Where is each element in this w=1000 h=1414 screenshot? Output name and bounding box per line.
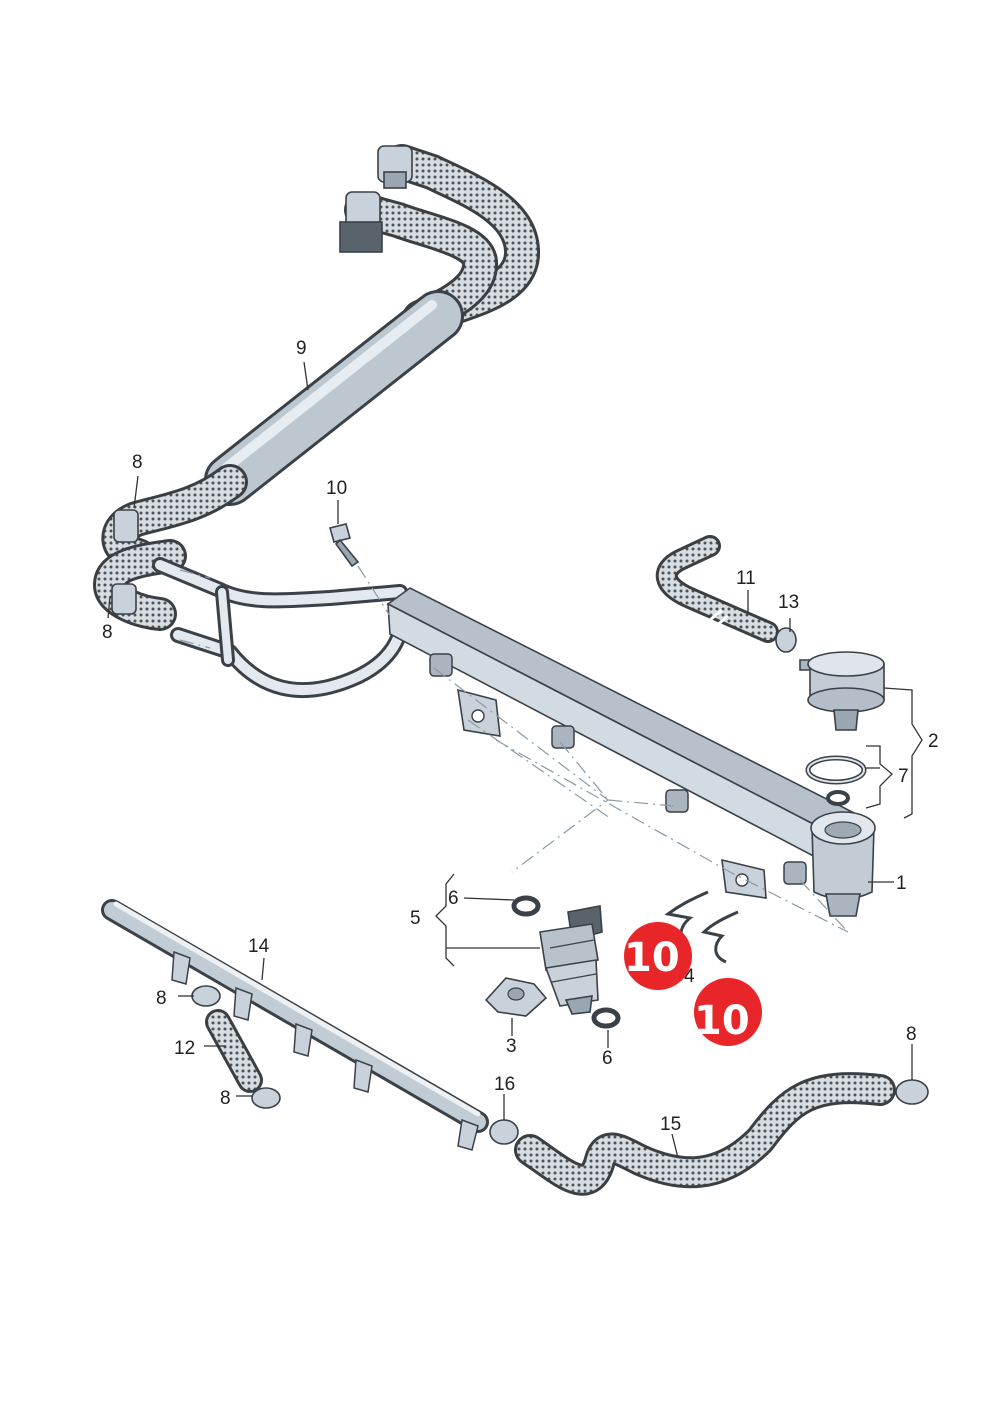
- leader-lines: [107, 361, 923, 1159]
- callout-12: 12: [174, 1038, 195, 1059]
- injector-5: [539, 905, 603, 1015]
- seal-6-upper: [511, 895, 541, 917]
- bolt-10: [329, 523, 360, 568]
- callout-5: 5: [410, 908, 421, 929]
- callout-4: 4: [684, 966, 695, 987]
- fuel-rail-1: [152, 557, 876, 917]
- callout-15: 15: [660, 1114, 681, 1135]
- vacuum-hose-11: [655, 535, 779, 643]
- callout-8-right: 8: [906, 1024, 917, 1045]
- callout-6-lower: 6: [602, 1048, 613, 1069]
- hose-clamp-upper: [113, 509, 139, 543]
- callout-14: 14: [248, 936, 270, 957]
- o-ring-7-small: [826, 790, 850, 806]
- badge-10-upper-text: 10: [624, 935, 680, 981]
- retaining-clip-3: [484, 977, 548, 1017]
- callout-8-top: 8: [132, 452, 143, 473]
- o-ring-7-large: [805, 755, 867, 785]
- callout-8-left-upper: 8: [156, 988, 167, 1009]
- pressure-regulator-2: [799, 651, 885, 731]
- assembly-lines: [179, 565, 849, 933]
- badge-10-upper[interactable]: 10: [624, 922, 692, 990]
- short-hose-12: [205, 1009, 263, 1093]
- callout-7: 7: [898, 766, 909, 787]
- callout-6-upper: 6: [448, 888, 459, 909]
- callout-3: 3: [506, 1036, 517, 1057]
- return-hose-15: [514, 1072, 896, 1196]
- quick-connector-lower: [339, 191, 383, 253]
- hose-clamp-8-left-lower: [251, 1087, 281, 1109]
- hose-clamp-lower: [111, 583, 137, 615]
- callout-9: 9: [296, 338, 307, 359]
- quick-connector-top: [377, 145, 413, 189]
- callout-10: 10: [326, 478, 347, 499]
- callout-labels: 1 2 3 4 5 6 6 7 8 8 8 8 8 9 10 11 12 13 …: [102, 338, 939, 1135]
- fuel-line-assembly-9: [93, 144, 540, 631]
- hose-clamp-8-left-upper: [191, 985, 221, 1007]
- callout-11: 11: [736, 568, 756, 589]
- badge-10-lower-text: 10: [694, 998, 750, 1044]
- callout-1: 1: [896, 873, 907, 894]
- callout-16: 16: [494, 1074, 515, 1095]
- hose-clamp-8-right: [895, 1079, 929, 1105]
- callout-8-left-lower: 8: [220, 1088, 231, 1109]
- callout-13: 13: [778, 592, 799, 613]
- badge-10-lower[interactable]: 10: [694, 978, 762, 1046]
- callout-8-mid: 8: [102, 622, 113, 643]
- callout-2: 2: [928, 731, 939, 752]
- distribution-pipe-14: [101, 899, 489, 1151]
- hose-clamp-16: [489, 1119, 519, 1145]
- seal-6-lower: [591, 1007, 621, 1029]
- hose-clamp-13: [775, 627, 797, 653]
